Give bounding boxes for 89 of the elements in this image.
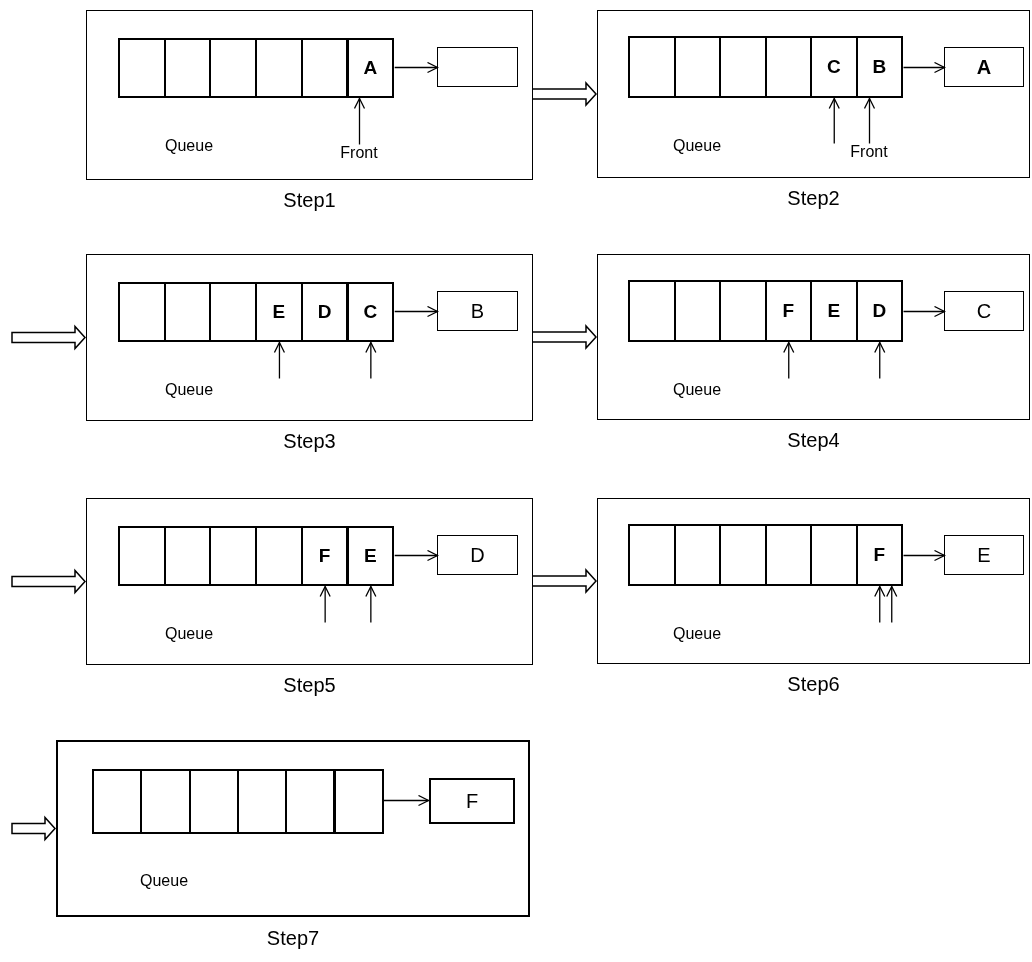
queue-slot [810,524,858,586]
arrow [783,341,795,380]
queue-slot [285,769,336,834]
step-label: Step1 [283,189,336,211]
queue-label: Queue [673,625,722,643]
step-label: Step4 [787,429,840,451]
queue-slot: F [764,280,812,342]
queue-slot: C [346,282,395,342]
arrow [828,97,840,145]
queue-slot [92,769,143,834]
queue-label: Queue [165,625,214,643]
queue-slot [163,526,212,586]
arrow [319,585,331,624]
step-label: Step5 [283,674,336,696]
queue-label: Queue [165,137,214,155]
queue-slot [209,282,258,342]
arrow [902,549,946,562]
output-box: F [429,778,515,824]
block-arrow [532,324,597,350]
queue-slot: D [855,280,903,342]
block-arrow [11,324,86,351]
queue-slot [764,524,812,586]
output-box [437,47,518,87]
arrow [874,585,886,624]
queue-slot [118,282,166,342]
front-label: Front [847,143,891,161]
queue-slot: A [346,38,395,98]
queue-slot [188,769,239,834]
block-arrow [532,81,597,107]
queue-slot [118,526,166,586]
queue-slot: D [300,282,349,342]
arrow [365,341,377,380]
queue-slot [673,524,721,586]
arrow [353,97,366,146]
arrow [273,341,286,380]
block-arrow [11,568,86,595]
queue-slot [673,280,721,342]
queue-slot [719,280,767,342]
output-box: C [944,291,1024,331]
queue-slot: F [300,526,349,586]
queue-slot [300,38,349,98]
queue-slot: E [810,280,858,342]
arrow [394,305,439,318]
step-label: Step3 [283,430,336,452]
queue-slot [333,769,384,834]
output-box: A [944,47,1024,87]
queue-label: Queue [673,137,722,155]
arrow [365,585,377,624]
queue-slot [255,526,303,586]
queue-slot [719,524,767,586]
queue-slot [209,526,258,586]
front-label: Front [337,144,381,162]
output-box: E [944,535,1024,575]
arrow [394,61,439,74]
arrow [394,549,439,562]
output-box: D [437,535,518,575]
queue-slot: E [255,282,303,342]
queue-slot [628,36,676,98]
queue-label: Queue [673,381,722,399]
queue-slot [628,280,676,342]
queue-slot: E [346,526,395,586]
arrow [886,585,898,624]
output-box: B [437,291,518,331]
queue-slot: C [810,36,858,98]
queue-slot [163,282,212,342]
queue-slot: B [855,36,903,98]
arrow [902,61,946,74]
queue-slot [628,524,676,586]
step-label: Step7 [266,927,320,949]
queue-slot [255,38,303,98]
queue-label: Queue [165,381,214,399]
block-arrow [11,815,56,842]
queue-slot [236,769,288,834]
arrow [382,794,430,807]
queue-slot [209,38,258,98]
queue-label: Queue [140,872,189,890]
queue-slot [140,769,191,834]
queue-slot [719,36,767,98]
step-label: Step2 [787,187,840,209]
arrow [902,305,946,318]
queue-slot [673,36,721,98]
arrow [863,97,876,145]
queue-slot [163,38,212,98]
arrow [874,341,886,380]
queue-slot [118,38,166,98]
queue-slot [764,36,812,98]
step-label: Step6 [787,673,840,695]
block-arrow [532,568,597,594]
queue-slot: F [855,524,903,586]
